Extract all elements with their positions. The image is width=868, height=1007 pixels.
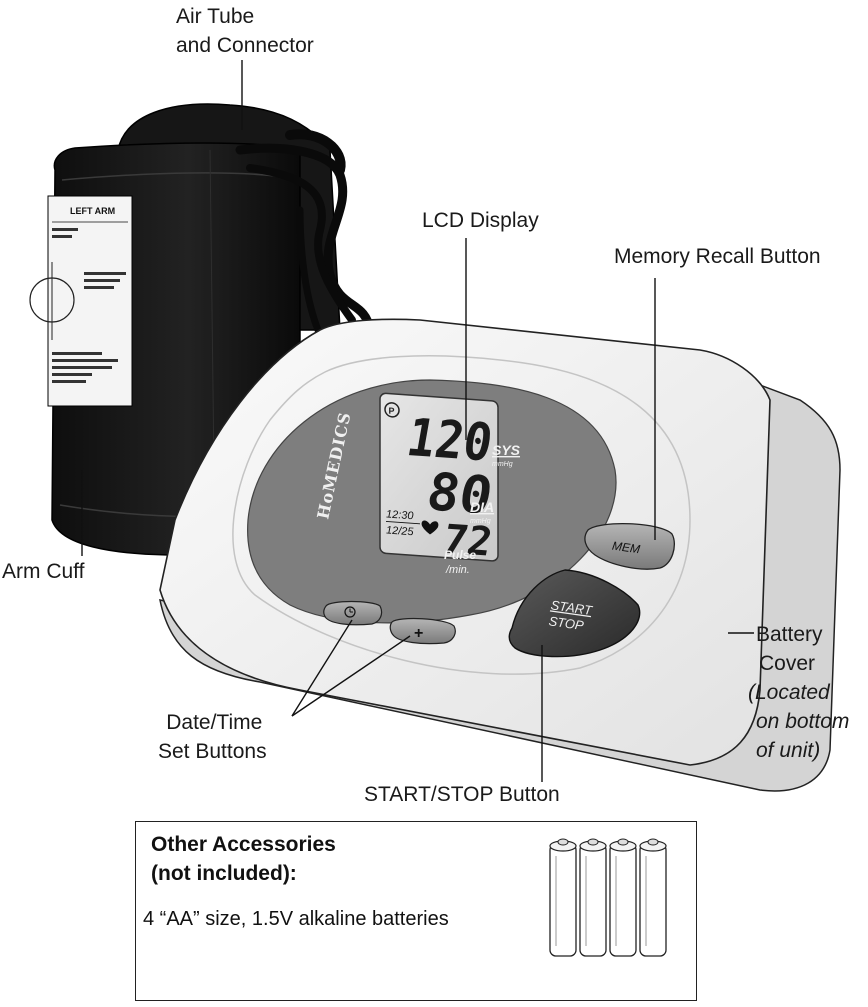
sys-unit: mmHg bbox=[492, 461, 513, 468]
callout-lines bbox=[81, 60, 754, 782]
start-stop-label: START/STOP Button bbox=[364, 783, 560, 806]
lcd-pulse-value: 72 bbox=[444, 517, 492, 566]
pulse-unit: /min. bbox=[445, 564, 470, 576]
date-time-clock-button[interactable] bbox=[323, 600, 383, 626]
lcd-systolic-value: 120 bbox=[408, 408, 492, 474]
start-stop-button[interactable]: START STOP bbox=[508, 569, 641, 658]
mem-button[interactable]: MEM bbox=[584, 522, 675, 570]
mem-button-label: MEM bbox=[611, 539, 641, 557]
aa-battery-icon bbox=[639, 838, 667, 957]
dia-label: DIA bbox=[470, 499, 494, 515]
cuff-panel-graphics bbox=[29, 228, 126, 383]
dia-unit: mmHg bbox=[470, 518, 491, 525]
aa-battery-icon bbox=[549, 838, 577, 957]
batteries-illustration bbox=[549, 838, 667, 957]
heart-icon bbox=[421, 520, 439, 535]
lcd-date: 12/25 bbox=[386, 524, 414, 538]
aa-battery-icon bbox=[579, 838, 607, 957]
date-time-label: Date/Time Set Buttons bbox=[158, 711, 267, 763]
arm-cuff-label: Arm Cuff bbox=[2, 560, 85, 583]
accessories-description: 4 “AA” size, 1.5V alkaline batteries bbox=[143, 908, 449, 930]
plus-icon: + bbox=[414, 625, 423, 642]
accessories-box: Other Accessories (not included): 4 “AA”… bbox=[135, 821, 697, 1001]
air-tube bbox=[235, 129, 375, 339]
lcd-side-labels: SYS mmHg DIA mmHg Pulse /min. bbox=[444, 442, 521, 576]
battery-cover-label: Battery Cover bbox=[756, 623, 823, 675]
stop-button-label: STOP bbox=[548, 613, 585, 633]
memory-recall-label: Memory Recall Button bbox=[614, 245, 821, 268]
start-button-label: START bbox=[550, 597, 594, 618]
battery-location-note: (Located on bottom of unit) bbox=[748, 681, 850, 762]
clock-icon bbox=[344, 606, 356, 618]
monitor-unit: HoMEDICS P 120 80 72 12:30 12/25 SYS mmH… bbox=[159, 318, 841, 792]
svg-text:P: P bbox=[389, 406, 395, 416]
accessories-title: Other Accessories (not included): bbox=[151, 833, 336, 885]
aa-battery-icon bbox=[609, 838, 637, 957]
pulse-label: Pulse bbox=[444, 548, 476, 562]
date-time-leader-2 bbox=[291, 635, 411, 717]
lcd-diastolic-value: 80 bbox=[428, 462, 492, 526]
sys-label: SYS bbox=[492, 442, 521, 458]
cuff-panel-title: LEFT ARM bbox=[70, 206, 115, 216]
date-time-plus-button[interactable]: + bbox=[389, 617, 456, 645]
date-time-leader-1 bbox=[291, 619, 353, 717]
lcd-display: P 120 80 72 12:30 12/25 bbox=[379, 392, 499, 566]
lcd-time: 12:30 bbox=[386, 508, 414, 522]
air-tube-label: Air Tube and Connector bbox=[176, 5, 314, 57]
lcd-display-label: LCD Display bbox=[422, 209, 539, 232]
